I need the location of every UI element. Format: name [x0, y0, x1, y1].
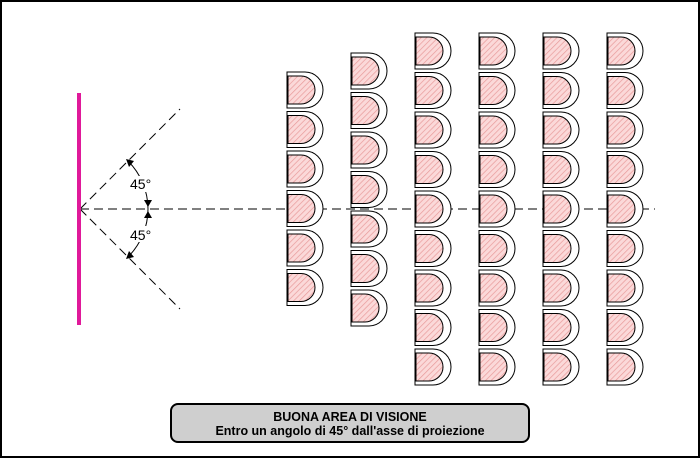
seat [350, 52, 388, 90]
seat [478, 72, 516, 109]
seat [414, 230, 452, 267]
caption-title: BUONA AREA DI VISIONE [273, 410, 427, 424]
lower-viewing-limit-line [79, 208, 181, 310]
seat [350, 210, 388, 248]
seat [606, 309, 644, 346]
projection-screen [77, 93, 81, 325]
seat [286, 269, 324, 306]
seat [542, 190, 580, 228]
caption-subtitle: Entro un angolo di 45° dall'asse di proi… [215, 424, 485, 438]
caption-box: BUONA AREA DI VISIONE Entro un angolo di… [170, 403, 530, 443]
seat [542, 72, 580, 109]
upper-arc-arrow-start [126, 159, 134, 167]
seat [542, 32, 580, 70]
seat [478, 348, 516, 386]
seat [286, 71, 324, 109]
seat [606, 230, 644, 267]
seat [414, 348, 452, 386]
seat [478, 230, 516, 267]
seat [350, 171, 388, 208]
lower-arc-arrow-start [144, 211, 152, 218]
seat [542, 151, 580, 188]
angle-lower-label-bg [128, 226, 158, 242]
angle-lower-label: 45° [130, 227, 151, 243]
angle-upper-label-bg [128, 176, 158, 192]
upper-arc-arrow-end [144, 200, 152, 207]
seat [542, 111, 580, 149]
seat [606, 269, 644, 307]
seat [478, 32, 516, 70]
seat [606, 32, 644, 70]
seat [542, 348, 580, 386]
seat [286, 229, 324, 267]
seat [350, 92, 388, 129]
seat [286, 190, 324, 227]
seat [350, 250, 388, 287]
seat [606, 111, 644, 149]
seat [478, 269, 516, 307]
seat [414, 111, 452, 149]
seat [286, 111, 324, 148]
upper-viewing-limit-line [79, 108, 181, 210]
angle-upper-label: 45° [130, 176, 151, 192]
seat [606, 72, 644, 109]
seat [542, 269, 580, 307]
seat [286, 150, 324, 188]
seat [606, 348, 644, 386]
seat [542, 230, 580, 267]
seat-rows [286, 32, 644, 386]
seat [478, 309, 516, 346]
seat [414, 309, 452, 346]
seat [350, 289, 388, 327]
seat [478, 190, 516, 228]
seat [606, 190, 644, 228]
seat [414, 190, 452, 228]
seat [478, 151, 516, 188]
seat [606, 151, 644, 188]
seat [414, 269, 452, 307]
lower-arc-arrow-end [126, 251, 134, 259]
seat [414, 72, 452, 109]
seat [478, 111, 516, 149]
seat [350, 131, 388, 169]
seat [542, 309, 580, 346]
seat [414, 32, 452, 70]
seat [414, 151, 452, 188]
